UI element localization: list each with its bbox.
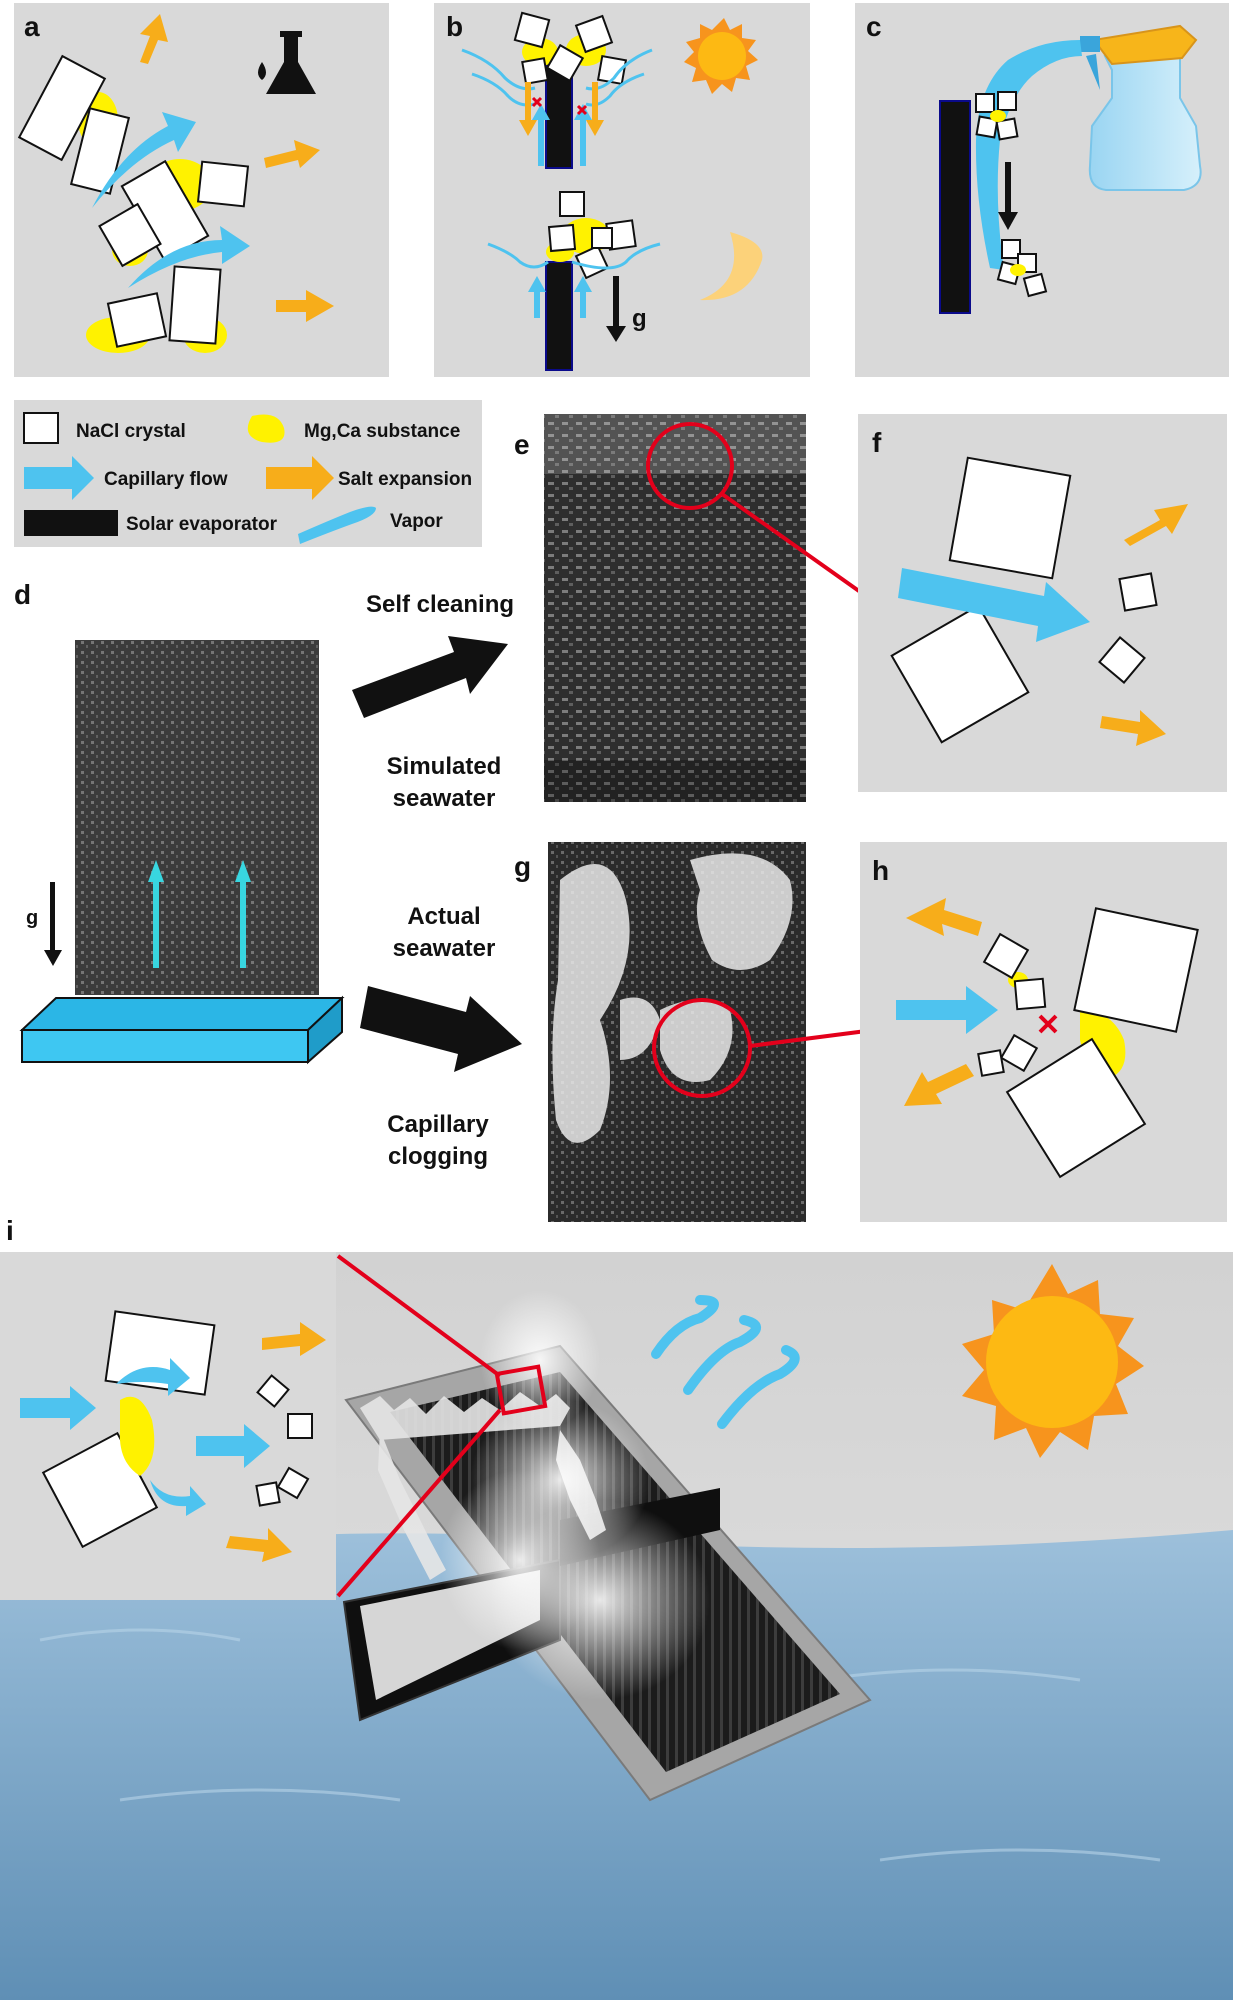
evaporator-fabric-photo [75,640,319,995]
label-simulated-2: seawater [393,785,496,812]
legend-evaporator-swatch [24,510,118,536]
panel-h-background [860,842,1227,1222]
panel-i: i [0,1215,1233,2000]
gravity-label-b: g [632,305,647,332]
label-actual-2: seawater [393,935,496,962]
panel-a: a [14,3,389,377]
flask-icon [258,31,316,94]
flow-branch-bottom: Actual seawater Capillary clogging [360,903,522,1170]
legend-salt-label: Salt expansion [338,469,472,490]
nacl-crystals-b-top [513,11,628,86]
panel-label-i: i [6,1215,14,1246]
panel-label-b: b [446,11,463,42]
legend-nacl-label: NaCl crystal [76,421,186,442]
panel-label-g: g [514,851,531,882]
solar-evaporator-c [939,100,971,314]
label-simulated-1: Simulated [387,753,502,780]
legend-capillary-swatch [24,456,94,500]
panel-label-c: c [866,11,882,42]
sea-waves [39,1628,1161,1862]
arrow-self-cleaning [352,636,508,718]
panel-e: e [514,414,876,802]
capillary-arrows-d [148,860,251,968]
nacl-crystals-b-bottom [547,191,637,280]
vapor-squiggles-i [651,1295,800,1429]
label-self-cleaning: Self cleaning [366,591,514,618]
vapor-lines-b-bottom [487,242,661,270]
label-actual-1: Actual [407,903,480,930]
legend-nacl-swatch [23,412,59,444]
legend-vapor-label: Vapor [390,511,443,532]
water-tank [19,995,345,1065]
gravity-label-d: g [26,907,38,929]
gravity-arrow-d [44,882,62,966]
panel-d: d g [14,579,345,1065]
panel-h: h [860,842,1227,1222]
steam-cloud [440,1290,710,1700]
moon-icon [700,232,763,301]
legend: NaCl crystal Mg,Ca substance Capillary f… [14,400,482,547]
blocked-marks-b [531,96,588,116]
blocked-mark-h [1038,1014,1058,1034]
capillary-arrow-h [896,986,998,1034]
gravity-arrow-b [606,276,626,342]
inset-diagram [20,1310,326,1562]
legend-mgca-label: Mg,Ca substance [304,421,460,442]
flow-branch-top: Self cleaning Simulated seawater [352,591,514,812]
down-arrow-c [998,162,1018,230]
salt-arrows-h [904,898,982,1106]
panel-b: b [434,3,810,377]
panel-label-e: e [514,429,530,460]
panel-label-a: a [24,11,40,42]
nacl-crystals-h [977,907,1199,1179]
mgca-blobs-c [990,110,1026,276]
panel-label-d: d [14,579,31,610]
capillary-arrows-a [92,112,250,288]
highlight-circle-g [652,998,752,1098]
simulated-seawater-photo [544,414,806,802]
panel-label-h: h [872,855,889,886]
legend-salt-swatch [266,456,334,500]
panel-c: c [855,3,1229,377]
sun-icon [684,18,758,94]
nacl-crystals-f [890,456,1158,744]
label-clogging-2: clogging [388,1143,488,1170]
salt-arrows-f [1100,504,1188,746]
solar-evaporator-night [545,261,573,371]
pointer-line-e [720,492,868,598]
legend-evaporator-label: Solar evaporator [126,514,278,535]
arrow-clogging [360,986,522,1072]
salt-expansion-arrows-a [140,14,334,322]
legend-mgca-swatch [247,414,285,443]
legend-vapor-swatch [298,506,376,544]
pointer-line-g [749,1028,875,1048]
big-sun-icon [962,1264,1144,1458]
flow-arrows-b-top [519,82,604,166]
salt-deposits-g [552,853,793,1143]
legend-capillary-label: Capillary flow [104,469,228,490]
highlight-circle-e [646,422,734,510]
label-clogging-1: Capillary [387,1111,489,1138]
scene-sea [0,1530,1233,2000]
spray-bottle-icon [1080,24,1202,191]
panel-label-f: f [872,427,882,458]
zoom-callout [336,1254,548,1598]
panel-g: g [514,842,886,1222]
flow-arrows-b-bottom [528,276,592,318]
panel-f: f [858,414,1227,792]
capillary-arrow-f [898,568,1090,642]
